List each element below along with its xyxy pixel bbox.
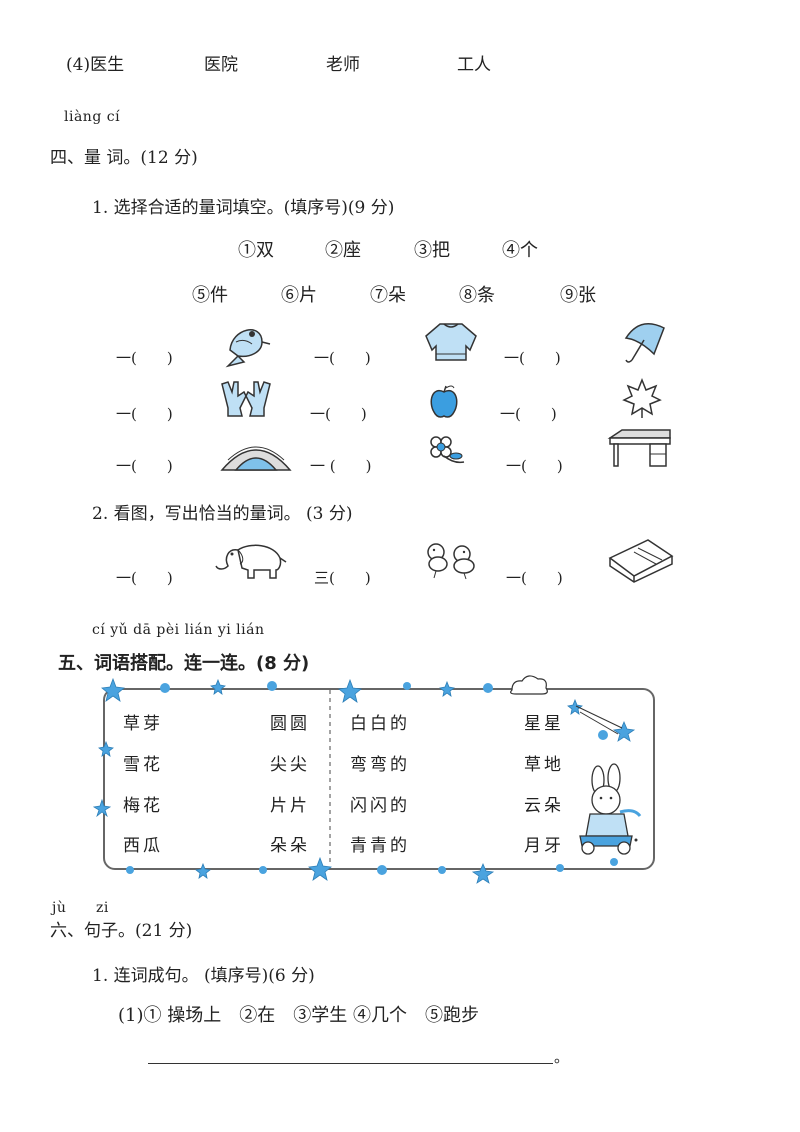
item-4-label: (4)医生 <box>66 55 125 75</box>
blank-bridge[interactable]: 一( ) <box>116 457 173 475</box>
option-3: ③把 <box>414 240 450 261</box>
match-col3-item3[interactable]: 闪闪的 <box>350 796 410 816</box>
blank-sweater[interactable]: 一( ) <box>314 349 371 367</box>
blank-chicks[interactable]: 三( ) <box>314 569 371 587</box>
match-col2-item3[interactable]: 片片 <box>270 796 310 816</box>
match-col1-item1[interactable]: 草芽 <box>123 714 163 734</box>
book-icon <box>608 539 674 583</box>
section6-pinyin-zi: zi <box>96 900 109 916</box>
section5-pinyin: cí yǔ dā pèi lián yi lián <box>92 622 265 638</box>
q2-title: 2. 看图，写出恰当的量词。 (3 分) <box>92 504 353 524</box>
match-col2-item1[interactable]: 圆圆 <box>270 714 310 734</box>
option-5: ⑤件 <box>192 285 228 306</box>
blank-leaf[interactable]: 一( ) <box>500 405 557 423</box>
flower-icon <box>430 436 465 464</box>
blank-apple[interactable]: 一( ) <box>310 405 367 423</box>
match-col1-item2[interactable]: 雪花 <box>123 755 163 775</box>
blank-fish[interactable]: 一( ) <box>116 349 173 367</box>
apple-icon <box>430 385 458 418</box>
blank-book[interactable]: 一( ) <box>506 569 563 587</box>
desk-icon <box>607 429 671 467</box>
word-hospital: 医院 <box>204 55 238 75</box>
match-col3-item1[interactable]: 白白的 <box>350 714 410 734</box>
section6-q1-item1: (1)① 操场上 ②在 ③学生 ④几个 ⑤跑步 <box>118 1005 479 1026</box>
option-1: ①双 <box>238 240 274 261</box>
match-col4-item3[interactable]: 云朵 <box>524 796 564 816</box>
match-col1-item3[interactable]: 梅花 <box>123 796 163 816</box>
option-8: ⑧条 <box>459 285 495 306</box>
match-col3-item4[interactable]: 青青的 <box>350 836 410 856</box>
blank-gloves[interactable]: 一( ) <box>116 405 173 423</box>
umbrella-icon <box>624 323 665 363</box>
leaf-icon <box>622 377 662 418</box>
section6-q1-title: 1. 连词成句。 (填序号)(6 分) <box>92 966 315 986</box>
section4-title: 四、量 词。(12 分) <box>50 148 198 168</box>
answer-period: 。 <box>554 1048 570 1066</box>
match-col3-item2[interactable]: 弯弯的 <box>350 755 410 775</box>
answer-line[interactable] <box>148 1062 553 1064</box>
section5-title: 五、词语搭配。连一连。(8 分) <box>58 653 310 674</box>
chicks-icon <box>427 543 475 580</box>
option-2: ②座 <box>325 240 361 261</box>
q1-title: 1. 选择合适的量词填空。(填序号)(9 分) <box>92 198 395 218</box>
gloves-icon <box>221 381 271 417</box>
match-col1-item4[interactable]: 西瓜 <box>123 836 163 856</box>
blank-elephant[interactable]: 一( ) <box>116 569 173 587</box>
blank-flower[interactable]: 一 ( ) <box>310 457 372 475</box>
blank-desk[interactable]: 一( ) <box>506 457 563 475</box>
match-col4-item4[interactable]: 月牙 <box>524 836 564 856</box>
section6-title: 六、句子。(21 分) <box>50 921 193 941</box>
option-6: ⑥片 <box>281 285 317 306</box>
option-9: ⑨张 <box>560 285 596 306</box>
match-col2-item4[interactable]: 朵朵 <box>270 836 310 856</box>
bridge-icon <box>220 446 292 471</box>
fish-icon <box>225 329 271 368</box>
match-col4-item2[interactable]: 草地 <box>524 755 564 775</box>
section6-pinyin-ju: jù <box>52 900 67 916</box>
option-4: ④个 <box>502 240 538 261</box>
blank-umbrella[interactable]: 一( ) <box>504 349 561 367</box>
section4-pinyin: liàng cí <box>64 109 121 125</box>
sweater-icon <box>425 323 477 361</box>
word-teacher: 老师 <box>326 55 360 75</box>
elephant-icon <box>215 544 287 579</box>
option-7: ⑦朵 <box>370 285 406 306</box>
word-worker: 工人 <box>457 55 491 75</box>
match-col4-item1[interactable]: 星星 <box>524 714 564 734</box>
match-col2-item2[interactable]: 尖尖 <box>270 755 310 775</box>
